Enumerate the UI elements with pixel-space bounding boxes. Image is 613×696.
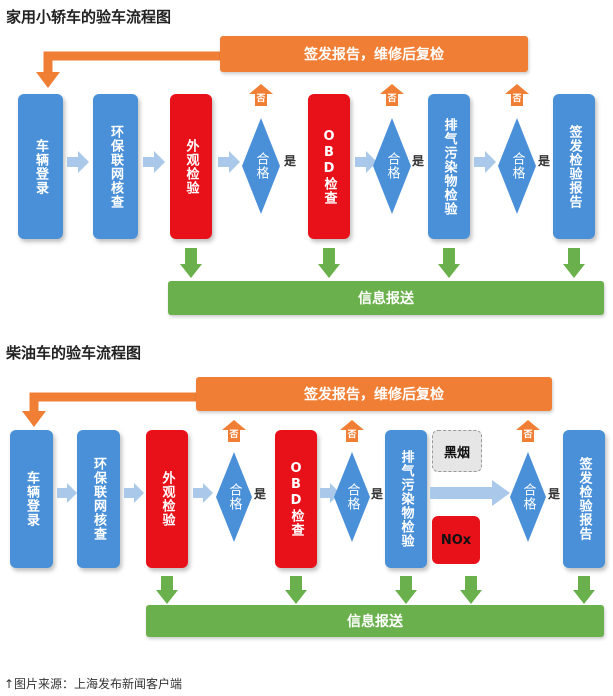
report-down-arrow [395, 576, 417, 604]
env-network-check-box: 环保联网核查 [93, 94, 138, 239]
no-arrow: 否 [505, 84, 529, 106]
report-down-arrow [285, 576, 307, 604]
pass-decision-diamond: 合格 [373, 118, 411, 214]
report-down-arrow [460, 576, 482, 604]
env-network-check-box: 环保联网核查 [77, 430, 120, 568]
flow-arrow [474, 151, 496, 173]
yes-label: 是 [412, 154, 425, 168]
exhaust-check-box: 排气污染物检验 [385, 430, 427, 568]
feedback-arrow [18, 385, 218, 435]
vehicle-login-box: 车辆登录 [10, 430, 53, 568]
obd-check-box: OBD检查 [308, 94, 350, 239]
flow-arrow [124, 483, 144, 503]
no-arrow: 否 [516, 420, 540, 442]
flow-arrow [355, 151, 377, 173]
yes-label: 是 [371, 487, 384, 501]
pass-decision-diamond: 合格 [334, 452, 370, 542]
info-report-bar: 信息报送 [168, 281, 604, 315]
pass-decision-diamond: 合格 [498, 118, 536, 214]
no-arrow: 否 [380, 84, 404, 106]
yes-label: 是 [254, 487, 267, 501]
black-smoke-tag: 黑烟 [432, 430, 482, 472]
yes-label: 是 [548, 487, 561, 501]
reinspect-bar: 签发报告，维修后复检 [220, 36, 528, 72]
exhaust-check-box: 排气污染物检验 [428, 94, 470, 239]
yes-label: 是 [538, 154, 551, 168]
report-down-arrow [573, 576, 595, 604]
appearance-check-box: 外观检验 [170, 94, 212, 239]
issue-report-box: 签发检验报告 [563, 430, 605, 568]
diagram2-title: 柴油车的验车流程图 [6, 344, 142, 362]
image-source-caption: ↑图片来源：上海发布新闻客户端 [4, 677, 183, 691]
report-down-arrow [563, 248, 585, 278]
reinspect-bar: 签发报告，维修后复检 [196, 377, 552, 411]
appearance-check-box: 外观检验 [146, 430, 188, 568]
pass-decision-diamond: 合格 [510, 452, 546, 542]
issue-report-box: 签发检验报告 [553, 94, 595, 239]
flow-arrow [67, 151, 89, 173]
nox-tag: NOx [432, 516, 480, 564]
flow-arrow [218, 151, 240, 173]
report-down-arrow [438, 248, 460, 278]
obd-check-box: OBD检查 [275, 430, 317, 568]
no-arrow: 否 [222, 420, 246, 442]
no-arrow: 否 [340, 420, 364, 442]
info-report-bar: 信息报送 [146, 605, 604, 637]
diagram1-title: 家用小轿车的验车流程图 [6, 8, 172, 26]
flow-arrow [193, 483, 213, 503]
report-down-arrow [318, 248, 340, 278]
pass-decision-diamond: 合格 [242, 118, 280, 214]
flow-arrow [430, 480, 510, 506]
flow-arrow [143, 151, 165, 173]
report-down-arrow [156, 576, 178, 604]
flow-arrow [57, 483, 77, 503]
report-down-arrow [180, 248, 202, 278]
pass-decision-diamond: 合格 [216, 452, 252, 542]
no-arrow: 否 [249, 84, 273, 106]
yes-label: 是 [284, 154, 297, 168]
feedback-arrow [30, 44, 230, 96]
vehicle-login-box: 车辆登录 [18, 94, 63, 239]
